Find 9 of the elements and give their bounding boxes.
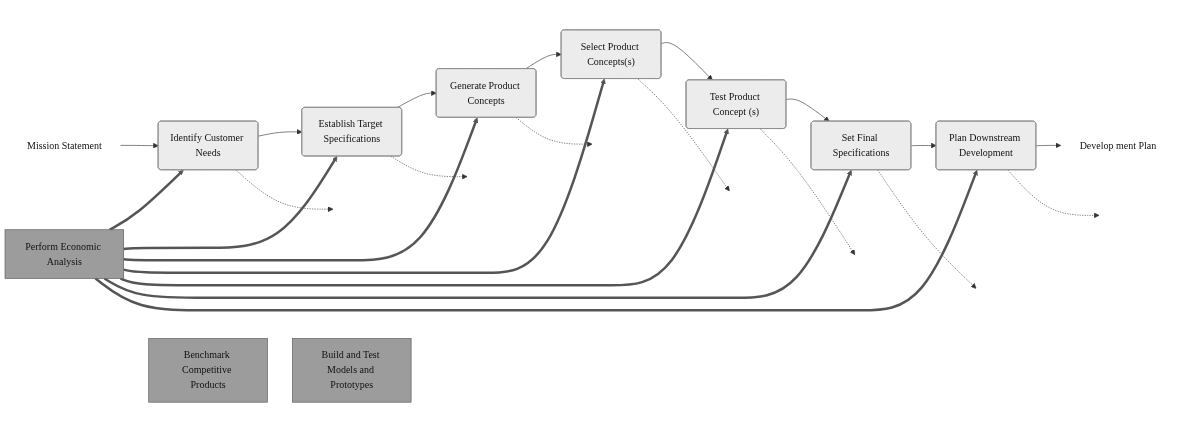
arrow — [123, 117, 479, 262]
arrow — [123, 156, 338, 251]
node-box: Build and Test Models and Prototypes — [292, 338, 412, 403]
node-text: Mission Statement — [27, 139, 102, 151]
arrow — [123, 78, 606, 275]
node-box: Benchmark Competitive Products — [148, 338, 268, 403]
node-box: Perform Economic Analysis — [4, 229, 124, 279]
node-text: Develop ment Plan — [1079, 139, 1157, 151]
arrow — [108, 169, 184, 231]
